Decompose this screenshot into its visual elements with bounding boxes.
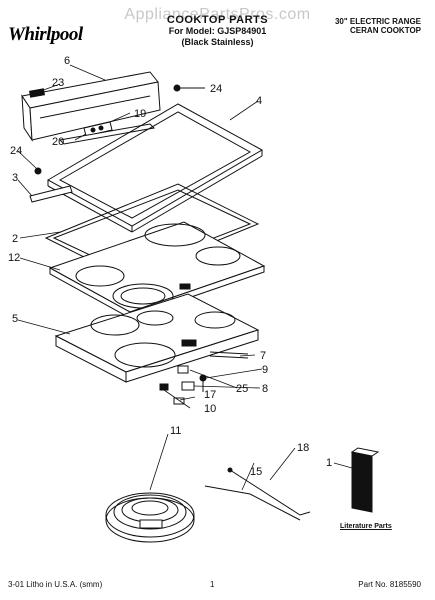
wire-part-18 <box>227 467 311 516</box>
callout-2: 2 <box>12 233 18 245</box>
literature-booklet <box>350 447 380 513</box>
callout-23: 23 <box>52 77 64 89</box>
wire-part-15 <box>204 485 301 521</box>
callout-19: 19 <box>134 108 146 120</box>
callout-24-left: 24 <box>10 145 22 157</box>
callout-20: 20 <box>52 136 64 148</box>
callout-1: 1 <box>326 457 332 469</box>
page-title: COOKTOP PARTS <box>166 14 269 26</box>
footer-litho: 3-01 Litho in U.S.A. (smm) <box>8 580 103 589</box>
callout-24-top: 24 <box>210 83 222 95</box>
watermark: AppliancePartsPros.com <box>124 6 311 23</box>
whirlpool-logo: Whirlpool <box>8 18 90 48</box>
callout-9: 9 <box>262 364 268 376</box>
callout-12: 12 <box>8 252 20 264</box>
callout-6: 6 <box>64 55 70 67</box>
callout-15: 15 <box>250 466 262 478</box>
callout-8: 8 <box>262 383 268 395</box>
leader-lines <box>17 64 353 491</box>
screw-top <box>173 84 205 92</box>
radiant-element-part <box>105 492 195 543</box>
callout-11: 11 <box>170 425 181 437</box>
clips-part <box>177 365 207 392</box>
brand-name: Whirlpool <box>8 24 83 45</box>
callout-4: 4 <box>256 95 262 107</box>
footer-page-number: 1 <box>210 580 215 589</box>
footer-part-number: Part No. 8185590 <box>358 580 421 589</box>
cooktop-type: CERAN COOKTOP <box>350 26 421 35</box>
rod-part <box>209 351 249 359</box>
callout-3: 3 <box>12 172 18 184</box>
gasket-strip <box>58 123 156 145</box>
callout-5: 5 <box>12 313 18 325</box>
literature-parts-label: Literature Parts <box>340 523 392 530</box>
callout-25: 25 <box>236 383 248 395</box>
callout-10: 10 <box>204 403 216 415</box>
callout-18: 18 <box>297 442 309 454</box>
burner-box-part <box>54 293 260 383</box>
range-type: 30" ELECTRIC RANGE <box>334 17 421 26</box>
variant-line: (Black Stainless) <box>181 37 254 47</box>
side-trim <box>29 167 73 203</box>
switch-part <box>83 121 113 137</box>
control-panel-part <box>21 71 161 142</box>
callout-17: 17 <box>204 389 216 401</box>
model-line: For Model: GJSP84901 <box>168 26 267 36</box>
callout-7: 7 <box>260 350 266 362</box>
